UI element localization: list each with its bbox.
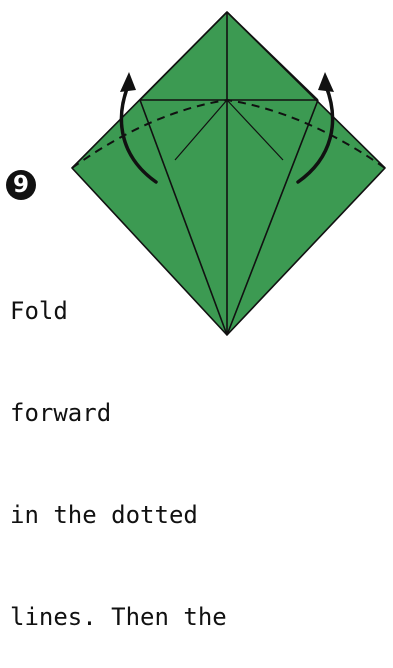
step-number-badge: 9 xyxy=(6,170,36,200)
right-fold-arrowhead-icon xyxy=(318,72,334,92)
instruction-line: Fold xyxy=(10,294,390,328)
step-instruction-text: Fold forward in the dotted lines. Then t… xyxy=(10,226,390,668)
left-fold-arrowhead-icon xyxy=(120,72,136,92)
instruction-line: in the dotted xyxy=(10,498,390,532)
instruction-line: forward xyxy=(10,396,390,430)
instruction-line: lines. Then the xyxy=(10,600,390,634)
